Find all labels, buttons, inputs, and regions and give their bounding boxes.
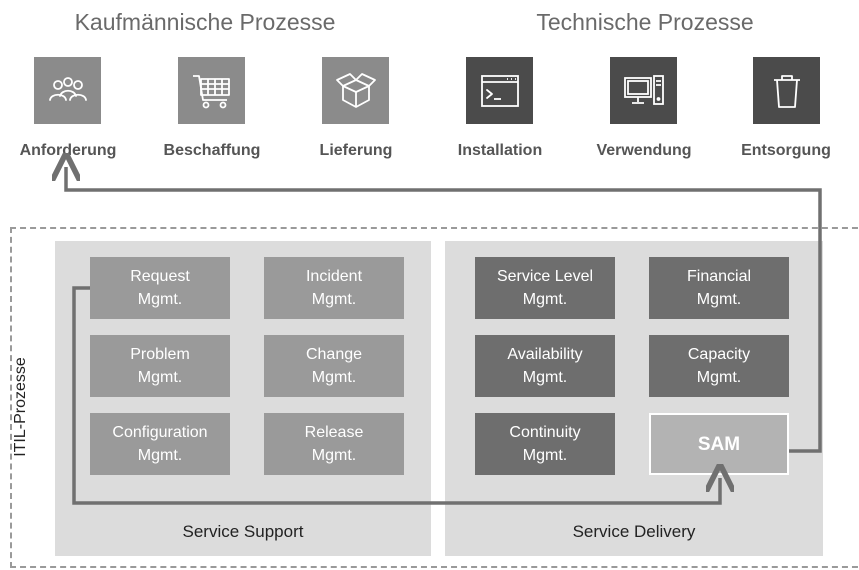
tile-installation: [466, 57, 533, 124]
process-line-2: Mgmt.: [311, 369, 357, 386]
tile-beschaffung: [178, 57, 245, 124]
phase-label-installation: Installation: [457, 142, 543, 159]
process-line-1: Problem: [130, 346, 190, 363]
process-line-1: Request: [130, 268, 190, 285]
process-line-2: Mgmt.: [137, 447, 183, 464]
service-delivery-title: Service Delivery: [572, 522, 696, 541]
service-support-title: Service Support: [182, 522, 304, 541]
process-line-1: Change: [305, 346, 363, 363]
desktop-computer-icon: [623, 74, 664, 105]
process-line-2: Mgmt.: [522, 369, 568, 386]
process-line-2: Mgmt.: [311, 447, 357, 464]
process-configuration-mgmt: Configuration Mgmt.: [90, 413, 230, 475]
shopping-cart-icon: [192, 74, 230, 108]
box-icon: [335, 72, 376, 108]
technical-processes-heading: Technische Prozesse: [536, 9, 754, 35]
phase-label-entsorgung: Entsorgung: [741, 142, 831, 159]
process-request-mgmt: Request Mgmt.: [90, 257, 230, 319]
process-release-mgmt: Release Mgmt.: [264, 413, 404, 475]
process-problem-mgmt: Problem Mgmt.: [90, 335, 230, 397]
terminal-window-icon: [480, 74, 519, 107]
tile-anforderung: [34, 57, 101, 124]
phase-label-anforderung: Anforderung: [19, 142, 117, 159]
people-icon: [48, 76, 87, 101]
process-service-level-mgmt: Service Level Mgmt.: [475, 257, 615, 319]
process-line-1: Release: [304, 424, 364, 441]
process-sam-label: SAM: [697, 433, 741, 455]
process-line-2: Mgmt.: [522, 447, 568, 464]
process-line-1: Service Level: [496, 268, 594, 285]
process-line-2: Mgmt.: [311, 291, 357, 308]
process-capacity-mgmt: Capacity Mgmt.: [649, 335, 789, 397]
commercial-processes-heading: Kaufmännische Prozesse: [74, 9, 336, 35]
phase-label-verwendung: Verwendung: [596, 142, 692, 159]
process-change-mgmt: Change Mgmt.: [264, 335, 404, 397]
tile-entsorgung: [753, 57, 820, 124]
tile-verwendung: [610, 57, 677, 124]
process-line-1: Availability: [507, 346, 583, 363]
process-line-1: Incident: [305, 268, 363, 285]
tile-lieferung: [322, 57, 389, 124]
trash-can-icon: [773, 74, 800, 108]
process-line-1: Continuity: [509, 424, 581, 441]
process-line-1: Configuration: [112, 424, 208, 441]
phase-label-lieferung: Lieferung: [319, 142, 393, 159]
process-sam: SAM: [649, 413, 789, 475]
process-continuity-mgmt: Continuity Mgmt.: [475, 413, 615, 475]
process-line-2: Mgmt.: [137, 291, 183, 308]
process-line-2: Mgmt.: [696, 369, 742, 386]
phase-label-beschaffung: Beschaffung: [163, 142, 261, 159]
process-incident-mgmt: Incident Mgmt.: [264, 257, 404, 319]
process-line-2: Mgmt.: [137, 369, 183, 386]
process-line-2: Mgmt.: [696, 291, 742, 308]
process-line-1: Financial: [686, 268, 752, 285]
process-line-1: Capacity: [687, 346, 751, 363]
process-financial-mgmt: Financial Mgmt.: [649, 257, 789, 319]
process-availability-mgmt: Availability Mgmt.: [475, 335, 615, 397]
process-line-2: Mgmt.: [522, 291, 568, 308]
itil-label-text: ITIL-Prozesse: [12, 357, 29, 457]
